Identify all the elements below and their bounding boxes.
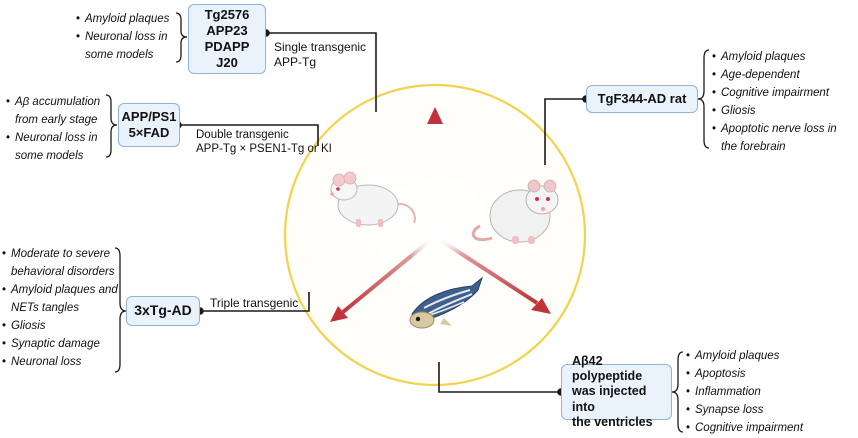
feature-item: Synaptic damage [2, 335, 120, 353]
arrow-lower-left [330, 236, 435, 322]
feature-item: Cognitive impairment [712, 84, 852, 102]
bracket-zebrafish [671, 351, 684, 433]
feature-item: Inflammation [686, 383, 846, 401]
features-rat: Amyloid plaques Age-dependent Cognitive … [712, 48, 852, 156]
features-zebrafish: Amyloid plaques Apoptosis Inflammation S… [686, 347, 846, 437]
feature-item: Apoptotic nerve loss in the forebrain [712, 120, 852, 156]
mouse-icon [330, 171, 416, 227]
feature-item: Neuronal loss [2, 353, 120, 371]
feature-item: Synapse loss [686, 401, 846, 419]
model-name: PDAPP [204, 39, 250, 54]
bracket-double [105, 94, 118, 158]
connector-triple [200, 292, 310, 312]
feature-item: Cognitive impairment [686, 419, 846, 437]
center-circle [283, 83, 587, 387]
feature-item: Neuronal loss in some models [76, 28, 180, 64]
rat-icon [471, 179, 559, 244]
feature-item: Amyloid plaques [712, 48, 852, 66]
features-triple: Moderate to severe behavioral disorders … [2, 245, 120, 371]
feature-item: Amyloid plaques [686, 347, 846, 365]
arrow-up [427, 107, 443, 232]
features-single: Amyloid plaques Neuronal loss in some mo… [76, 10, 180, 64]
feature-item: Neuronal loss in some models [6, 129, 110, 165]
box-double-transgenic: APP/PS1 5×FAD [118, 103, 180, 147]
box-single-transgenic: Tg2576 APP23 PDAPP J20 [188, 4, 266, 74]
connector-double [178, 124, 319, 146]
connector-rat [544, 98, 586, 165]
feature-item: Age-dependent [712, 66, 852, 84]
feature-item: Moderate to severe behavioral disorders [2, 245, 120, 281]
model-name: Tg2576 [204, 7, 250, 23]
model-name: J20 [216, 54, 238, 70]
connector-zebrafish [438, 362, 561, 393]
connector-single [266, 32, 377, 112]
arrow-lower-right [435, 236, 551, 314]
feature-item: Apoptosis [686, 365, 846, 383]
box-rat-model: TgF344-AD rat [586, 85, 698, 113]
model-name: the ventricles [572, 414, 653, 429]
feature-item: Amyloid plaques [76, 10, 180, 28]
feature-item: Amyloid plaques and NETs tangles [2, 281, 120, 317]
label-triple-transgenic: Triple transgenic [210, 296, 299, 310]
model-name: was injected into [572, 384, 647, 414]
box-zebrafish-model: Aβ42 polypeptide was injected into the v… [561, 354, 672, 429]
zebrafish-icon [409, 276, 484, 329]
model-name: 5×FAD [128, 125, 170, 140]
model-name: APP/PS1 [121, 109, 177, 125]
bracket-rat [697, 49, 710, 149]
label-single-transgenic: Single transgenic APP-Tg [274, 40, 367, 69]
label-double-transgenic: Double transgenic APP-Tg × PSEN1-Tg or K… [196, 129, 332, 156]
feature-item: Gliosis [712, 102, 852, 120]
bracket-single [175, 12, 188, 63]
features-double: Aβ accumulation from early stage Neurona… [6, 93, 110, 165]
box-triple-transgenic: 3xTg-AD [126, 296, 200, 326]
model-name: TgF344-AD rat [597, 91, 687, 107]
model-name: Aβ42 polypeptide [572, 353, 643, 384]
feature-item: Gliosis [2, 317, 120, 335]
model-name: 3xTg-AD [134, 302, 192, 319]
model-name: APP23 [206, 23, 248, 39]
feature-item: Aβ accumulation from early stage [6, 93, 110, 129]
